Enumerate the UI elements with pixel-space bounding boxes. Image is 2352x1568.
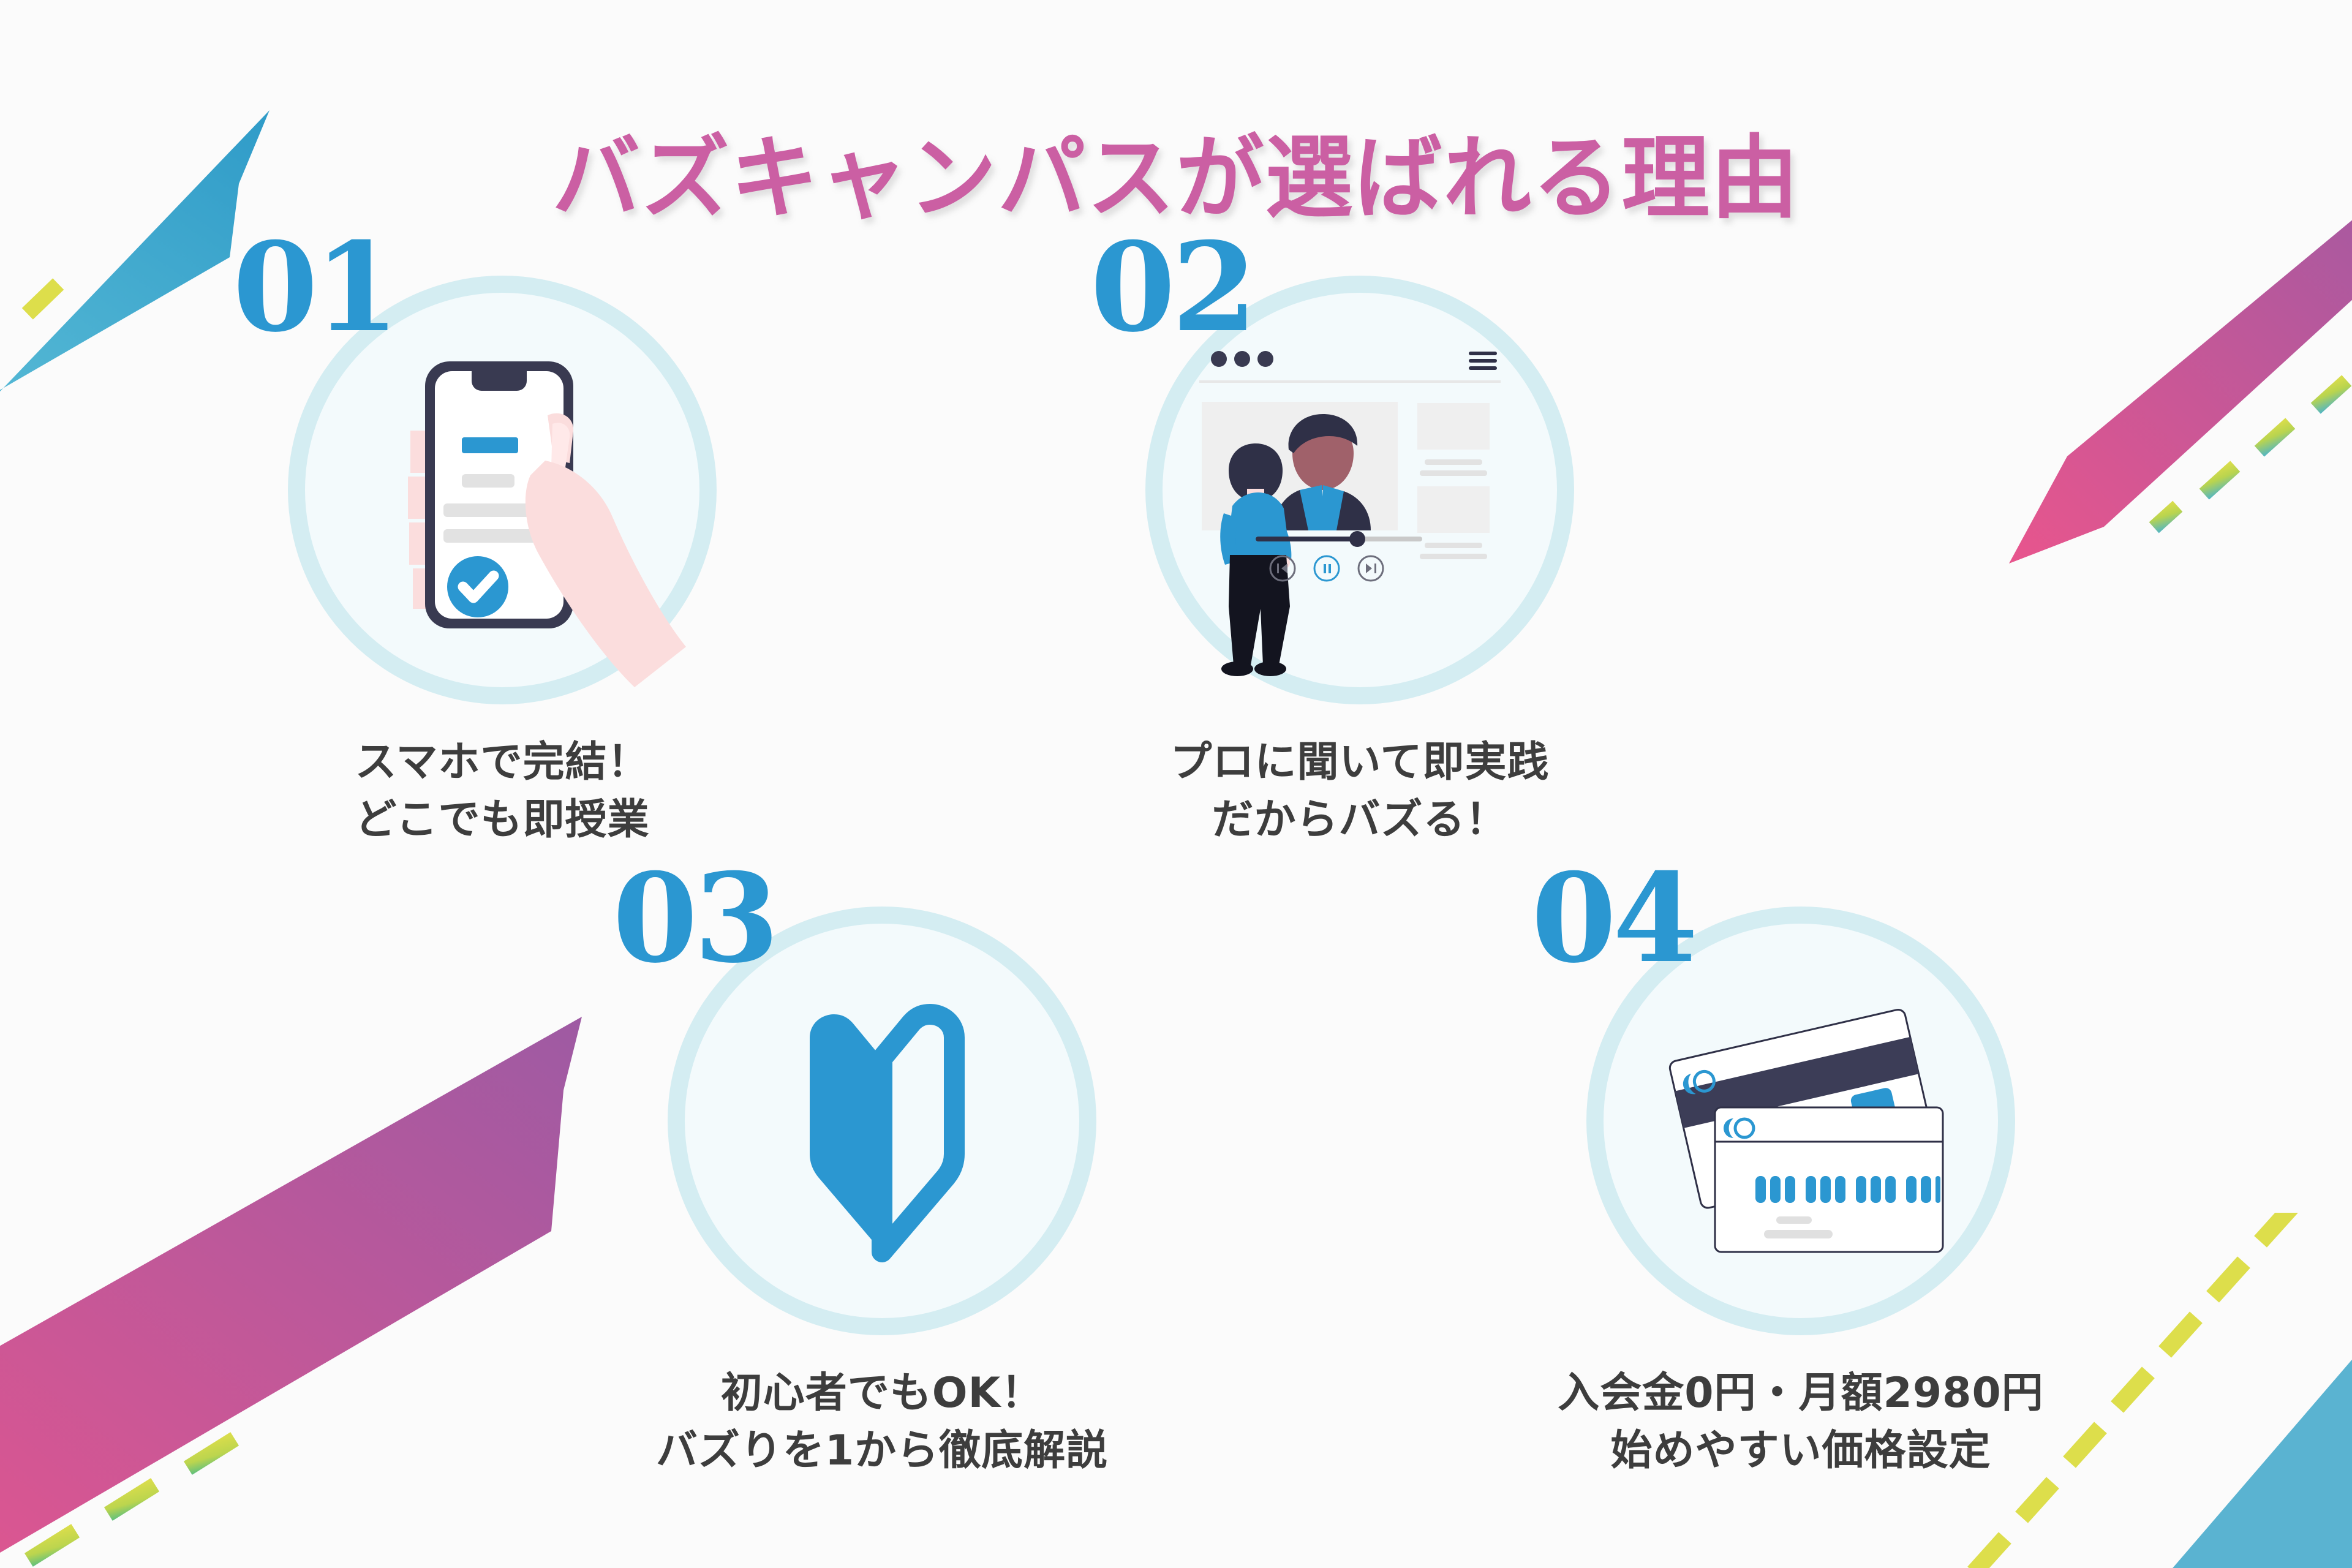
feature-circle-01: 01 — [233, 227, 735, 723]
credit-cards-icon — [1668, 1008, 1944, 1253]
video-lesson-player-icon — [1199, 351, 1501, 676]
page-title: バズキャンパスが選ばれる理由 — [552, 126, 1800, 232]
feature-number-01: 01 — [233, 216, 399, 360]
feature-caption-02: プロに聞いて即実践 だからバズる！ — [1170, 738, 1550, 844]
feature-caption-04: 入会金0円・月額2980円 始めやすい価格設定 — [1558, 1369, 2044, 1475]
feature-card-03: 03 初心者でもOK！ バズりを1から徹底解説 — [582, 858, 1182, 1480]
feature-caption-01: スマホで完結！ どこでも即授業 — [355, 738, 650, 844]
feature-card-01: 01 — [202, 227, 802, 849]
beginner-shoshinsha-leaf-mark-icon — [810, 1004, 965, 1262]
feature-circle-04: 04 — [1531, 858, 2034, 1354]
page-title-container: バズキャンパスが選ばれる理由 — [0, 72, 2352, 284]
feature-circle-03: 03 — [612, 858, 1115, 1354]
feature-number-02: 02 — [1090, 216, 1257, 360]
hand-holding-smartphone-icon — [408, 361, 686, 687]
feature-circle-02: 02 — [1090, 227, 1593, 723]
feature-number-04: 04 — [1531, 846, 1698, 990]
feature-number-03: 03 — [612, 846, 779, 990]
feature-card-04: 04 — [1501, 858, 2101, 1480]
feature-card-02: 02 — [1060, 227, 1660, 849]
feature-caption-03: 初心者でもOK！ バズりを1から徹底解説 — [655, 1369, 1109, 1475]
